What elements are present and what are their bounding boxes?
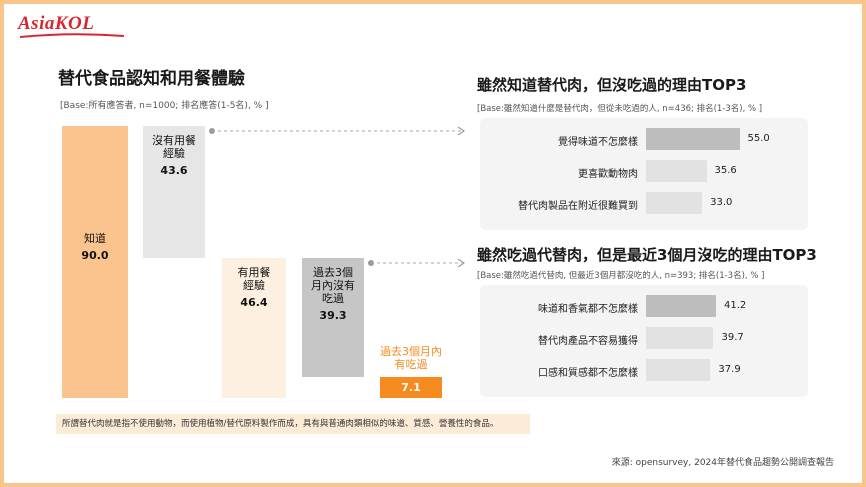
connector-arrow-bottom [368, 258, 465, 268]
reason-label: 口感和質感都不怎麼樣 [538, 368, 638, 379]
right-base-1: [Base:雖然知道什麼是替代肉，但從未吃過的人, n=436; 排名(1-3名… [477, 104, 763, 114]
bar-know-value: 90.0 [81, 249, 109, 262]
source-note: 來源: opensurvey, 2024年替代食品趨勢公開調查報告 [611, 458, 834, 468]
left-base-note: [Base:所有應答者, n=1000; 排名應答(1-5名), % ] [60, 101, 269, 111]
bar-recent-label: 過去3個月內有吃過 [380, 344, 442, 371]
reason-value: 37.9 [718, 364, 741, 375]
connector-arrow-top [209, 126, 465, 136]
reason-bar [646, 192, 703, 214]
right-base-2: [Base:雖然吃過代替肉, 但最近3個月都沒吃的人, n=393; 排名(1-… [477, 271, 765, 281]
reason-bar [646, 327, 714, 349]
reason-label: 味道和香氣都不怎麼樣 [538, 304, 638, 315]
bar-no-experience [143, 126, 205, 258]
bar-experience [222, 257, 286, 398]
reason-value: 55.0 [747, 133, 770, 144]
reason-label: 替代肉製品在附近很難買到 [518, 201, 638, 212]
reason-label: 替代肉產品不容易獲得 [538, 336, 638, 347]
right-title-1: 雖然知道替代肉，但沒吃過的理由TOP3 [477, 76, 747, 94]
logo-swoosh-icon [19, 33, 125, 38]
bar-no-recent [302, 257, 364, 377]
reason-bar [646, 359, 711, 381]
reason-value: 33.0 [710, 197, 733, 208]
reason-value: 39.7 [721, 332, 744, 343]
definition-footnote: 所謂替代肉就是指不使用動物，而使用植物/替代原料製作而成，具有與普通肉類相似的味… [56, 414, 530, 434]
reason-bar [646, 128, 740, 150]
reason-panel-2 [480, 285, 808, 397]
bar-recent [380, 376, 442, 398]
reason-value: 35.6 [714, 165, 737, 176]
reason-label: 覺得味道不怎麼樣 [558, 137, 638, 148]
left-title: 替代食品認知和用餐體驗 [58, 69, 245, 89]
brand-logo: AsiaKOL [18, 13, 125, 38]
bar-know [62, 126, 128, 398]
logo-text: AsiaKOL [18, 13, 95, 34]
reason-panel-1 [480, 118, 808, 230]
bar-experience-value: 46.4 [240, 295, 268, 309]
reason-value: 41.2 [724, 300, 747, 311]
reason-bar [646, 160, 707, 182]
reason-label: 更喜歡動物肉 [578, 169, 638, 180]
right-title-2: 雖然吃過代替肉，但是最近3個月沒吃的理由TOP3 [477, 246, 817, 264]
reason-bar [646, 295, 717, 317]
bar-no-experience-value: 43.6 [160, 164, 188, 177]
bar-recent-value: 7.1 [401, 380, 421, 394]
bar-no-recent-value: 39.3 [319, 308, 347, 322]
